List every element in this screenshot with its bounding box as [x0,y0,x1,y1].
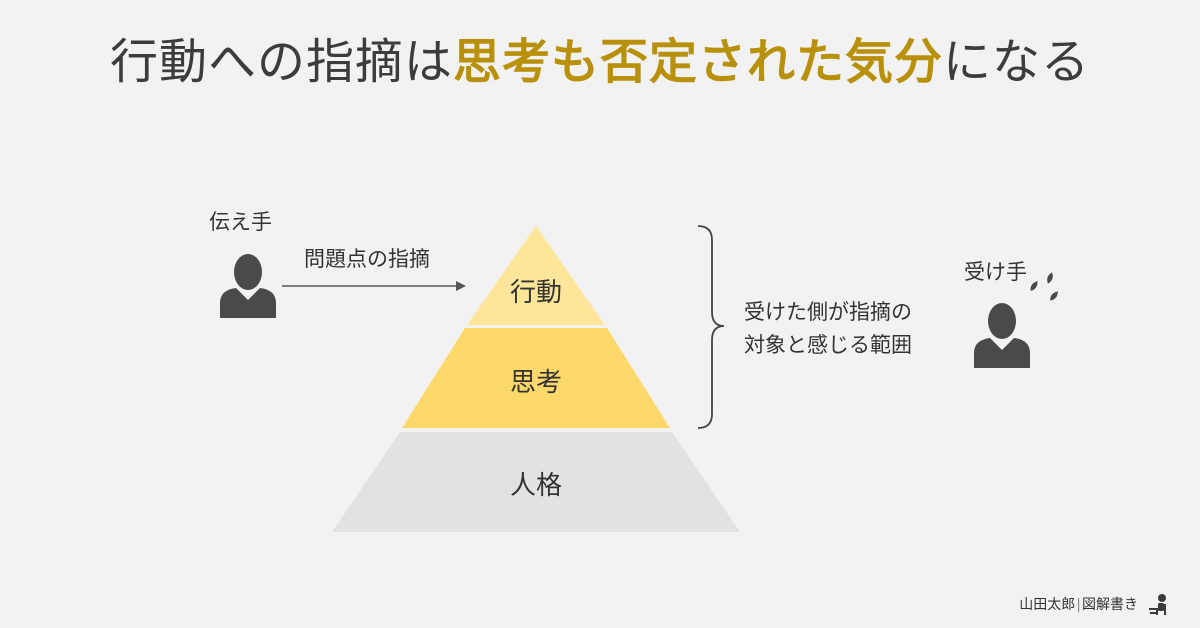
sweat-drops-icon [1030,272,1058,301]
person-at-desk-icon [1149,594,1166,615]
sender-label: 伝え手 [209,210,272,234]
bracket-label-line-2: 対象と感じる範囲 [744,332,912,357]
pyramid-layer-thought [402,328,670,428]
arrow-label: 問題点の指摘 [304,247,430,271]
sender-person-icon [220,254,276,318]
arrow [282,281,466,291]
footer-credit: 山田太郎|図解書き [1019,594,1138,614]
range-bracket [697,225,725,429]
title-before: 行動への指摘は [109,34,453,90]
footer-separator: | [1076,597,1081,613]
pyramid-layer-personality [332,432,740,532]
footer-brand: 図解書き [1082,597,1138,613]
bracket-label: 受けた側が指摘の 対象と感じる範囲 [744,296,912,361]
receiver-label: 受け手 [964,260,1027,284]
page-title: 行動への指摘は思考も否定された気分になる [0,22,1200,92]
footer-author: 山田太郎 [1019,597,1076,613]
title-after: になる [943,34,1091,90]
bracket-label-line-1: 受けた側が指摘の [744,300,912,324]
pyramid-label-thought: 思考 [509,368,562,398]
pyramid-label-personality: 人格 [509,471,562,501]
receiver-person-icon [974,303,1030,368]
pyramid-layer-behavior [467,226,605,325]
pyramid-label-behavior: 行動 [509,278,562,308]
title-highlight: 思考も否定された気分 [452,34,943,90]
